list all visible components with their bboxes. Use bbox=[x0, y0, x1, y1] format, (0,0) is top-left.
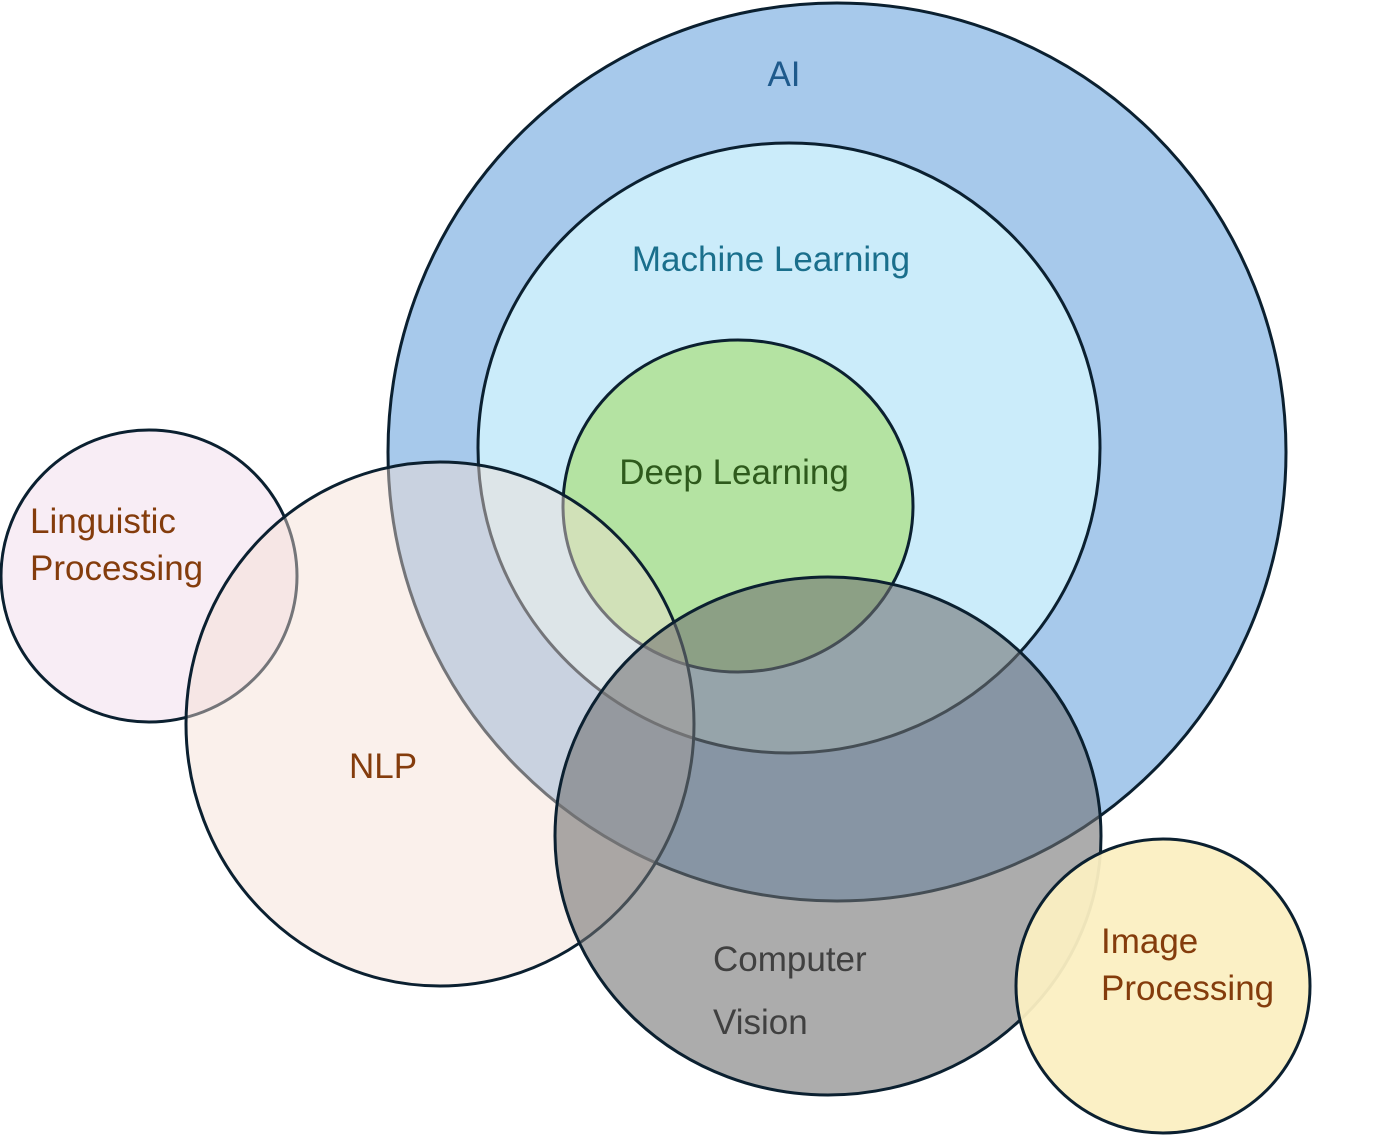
image-processing-label-line2: Processing bbox=[1101, 969, 1274, 1008]
linguistic-processing-circle bbox=[0, 428, 299, 724]
image-processing-label-line1: Image bbox=[1101, 922, 1198, 961]
computer-vision-label-line1: Computer bbox=[713, 940, 867, 979]
linguistic-label-line2: Processing bbox=[30, 549, 203, 588]
ai-label: AI bbox=[767, 55, 800, 94]
deep-learning-label: Deep Learning bbox=[619, 453, 849, 492]
image-processing-circle bbox=[1014, 837, 1312, 1135]
machine-learning-label: Machine Learning bbox=[632, 240, 910, 279]
computer-vision-label-line2: Vision bbox=[713, 1003, 808, 1042]
nlp-label: NLP bbox=[349, 747, 417, 786]
linguistic-label-line1: Linguistic bbox=[30, 502, 176, 541]
computer-vision-circle bbox=[553, 575, 1103, 1097]
